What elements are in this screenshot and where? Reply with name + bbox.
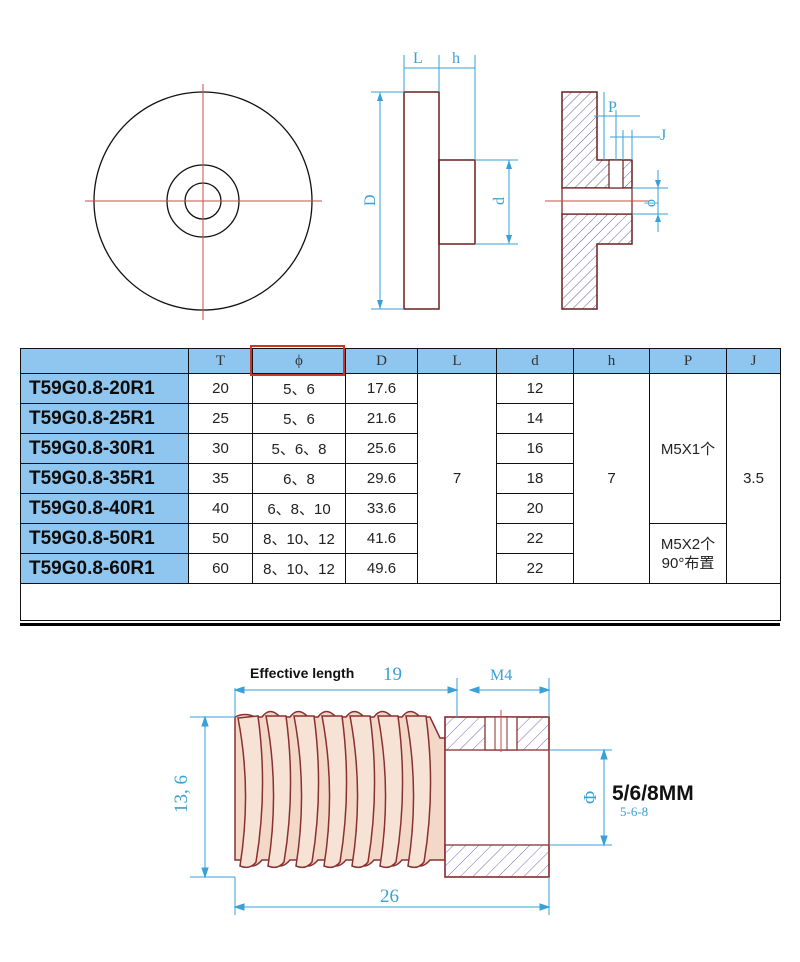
t-cell: 30 <box>188 433 253 464</box>
t-cell: 35 <box>188 463 253 494</box>
header-P: P <box>649 348 727 374</box>
header-h: h <box>573 348 650 374</box>
L-cell: 7 <box>417 373 497 584</box>
P-value-line1: M5X2个 <box>660 535 716 553</box>
model-cell: T59G0.8-50R1 <box>20 523 189 554</box>
phi-cell: 6、8 <box>252 463 346 494</box>
D-cell: 41.6 <box>345 523 418 554</box>
d-cell: 22 <box>496 553 574 584</box>
model-cell: T59G0.8-60R1 <box>20 553 189 584</box>
blank-cell <box>20 583 781 621</box>
h-cell: 7 <box>573 373 650 584</box>
P-value-line2: 90°布置 <box>661 554 715 572</box>
table-blank-row <box>20 583 781 621</box>
label-phi: ϕ <box>643 199 659 207</box>
t-cell: 50 <box>188 523 253 554</box>
table-row: T59G0.8-50R1 50 8、10、12 41.6 22 M5X2个 90… <box>20 523 781 584</box>
phi-cell: 8、10、12 <box>252 553 346 584</box>
table-row: T59G0.8-40R1 40 6、8、10 33.6 20 <box>20 493 781 524</box>
model-cell: T59G0.8-25R1 <box>20 403 189 434</box>
J-cell: 3.5 <box>726 373 781 584</box>
table-bottom-rule <box>20 623 780 626</box>
phi-cell: 5、6、8 <box>252 433 346 464</box>
D-cell: 29.6 <box>345 463 418 494</box>
P-cell: M5X1个 <box>649 373 727 524</box>
table-row: T59G0.8-35R1 35 6、8 29.6 18 <box>20 463 781 494</box>
D-cell: 49.6 <box>345 553 418 584</box>
d-cell: 16 <box>496 433 574 464</box>
t-cell: 20 <box>188 373 253 404</box>
table-row: T59G0.8-20R1 20 5、6 17.6 7 12 7 M5X1个 3.… <box>20 373 781 584</box>
worm-dimensions <box>190 678 612 915</box>
spec-table: T ϕ D L d h P J T59G0.8-20R1 20 5、6 17.6… <box>20 348 781 621</box>
table-header-row: T ϕ D L d h P J <box>20 348 781 374</box>
header-J: J <box>726 348 781 374</box>
t-cell: 40 <box>188 493 253 524</box>
bore-sizes-label: 5/6/8MM <box>612 782 694 805</box>
t-cell: 25 <box>188 403 253 434</box>
D-cell: 33.6 <box>345 493 418 524</box>
d-cell: 20 <box>496 493 574 524</box>
gear-side-view: L h D d <box>362 50 518 310</box>
header-T: T <box>188 348 253 374</box>
header-model <box>20 348 189 374</box>
header-L: L <box>417 348 497 374</box>
bore-sizes-small-label: 5-6-8 <box>620 804 648 819</box>
d-cell: 12 <box>496 373 574 404</box>
table-row: T59G0.8-25R1 25 5、6 21.6 14 <box>20 403 781 434</box>
header-phi: ϕ <box>252 348 346 374</box>
t-cell: 60 <box>188 553 253 584</box>
label-J: J <box>660 127 666 144</box>
thread-crests <box>237 715 432 869</box>
model-cell: T59G0.8-40R1 <box>20 493 189 524</box>
phi-cell: 5、6 <box>252 373 346 404</box>
effective-length-value: 19 <box>383 664 402 685</box>
gear-section-view: P J ϕ <box>545 91 668 310</box>
total-length-label: 26 <box>380 886 399 907</box>
label-P: P <box>608 99 617 116</box>
label-h: h <box>452 50 460 67</box>
phi-highlight-box <box>250 345 345 376</box>
d-cell: 14 <box>496 403 574 434</box>
label-D: D <box>362 194 379 206</box>
model-cell: T59G0.8-20R1 <box>20 373 189 404</box>
effective-length-label: Effective length <box>250 665 354 681</box>
label-L: L <box>413 50 423 67</box>
table-row: T59G0.8-60R1 60 8、10、12 49.6 22 <box>20 553 781 584</box>
d-cell: 22 <box>496 523 574 554</box>
table-row: T59G0.8-30R1 30 5、6、8 25.6 16 <box>20 433 781 464</box>
outer-diameter-label: 13, 6 <box>171 775 192 813</box>
P-cell-2: M5X2个 90°布置 <box>649 523 727 584</box>
phi-cell: 8、10、12 <box>252 523 346 554</box>
gear-drawings: L h D d P J ϕ <box>85 50 668 320</box>
gear-front-view <box>85 84 322 320</box>
thread-label: M4 <box>490 667 512 684</box>
model-cell: T59G0.8-35R1 <box>20 463 189 494</box>
D-cell: 25.6 <box>345 433 418 464</box>
worm-body <box>234 710 550 878</box>
phi-cell: 6、8、10 <box>252 493 346 524</box>
model-cell: T59G0.8-30R1 <box>20 433 189 464</box>
bore-symbol: Φ <box>580 791 600 804</box>
header-d: d <box>496 348 574 374</box>
d-cell: 18 <box>496 463 574 494</box>
D-cell: 17.6 <box>345 373 418 404</box>
header-D: D <box>345 348 418 374</box>
D-cell: 21.6 <box>345 403 418 434</box>
phi-cell: 5、6 <box>252 403 346 434</box>
label-d: d <box>491 197 508 205</box>
